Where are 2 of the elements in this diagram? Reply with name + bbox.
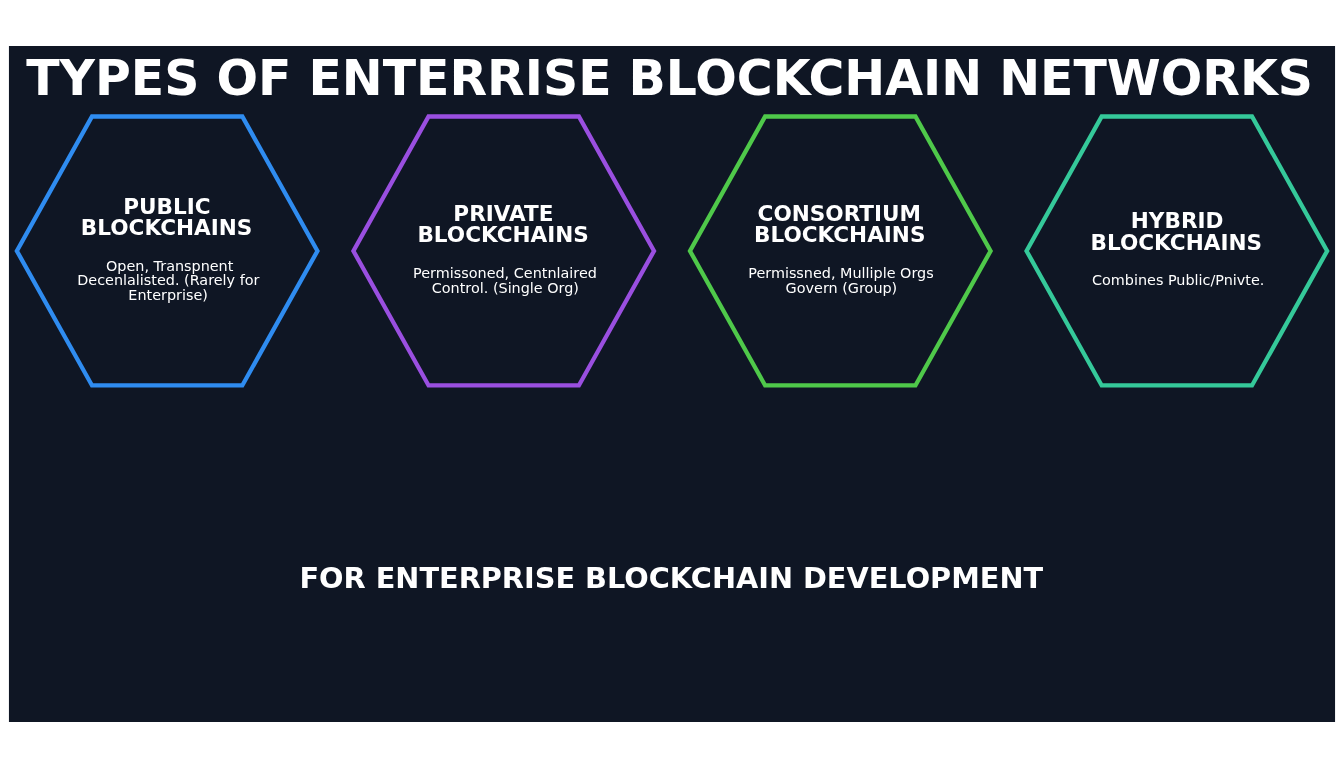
diagram-title: TYPES OF ENTERRISE BLOCKCHAIN NETWORKS bbox=[26, 50, 1314, 108]
caption: FOR ENTERPRISE BLOCKCHAIN DEVELOPMENT bbox=[299, 560, 1044, 595]
